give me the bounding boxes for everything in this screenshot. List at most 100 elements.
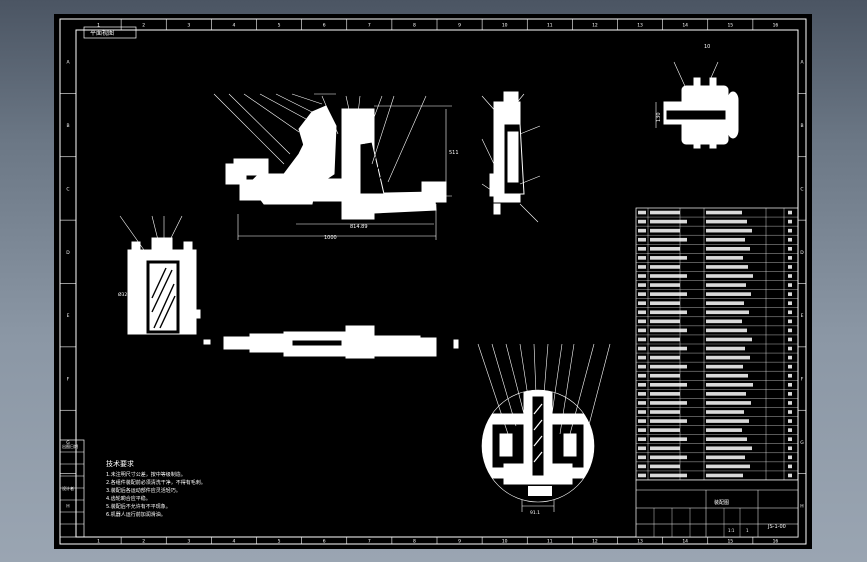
title-scale: 1:1 xyxy=(728,528,735,533)
bom-cell xyxy=(650,265,680,269)
zone-row-label: C xyxy=(800,186,803,192)
bom-cell xyxy=(788,464,792,469)
bom-cell xyxy=(788,228,792,233)
bom-cell xyxy=(650,364,687,369)
bom-cell xyxy=(706,210,742,215)
bom-cell xyxy=(638,337,646,342)
bom-cell xyxy=(650,301,680,306)
bom-cell xyxy=(788,419,792,423)
bom-cell xyxy=(788,428,792,432)
dim-bore: Ø32 xyxy=(118,291,127,298)
bom-cell xyxy=(638,319,646,324)
bom-cell xyxy=(706,455,745,460)
dim-small-a: 130 xyxy=(656,112,662,122)
zone-col-label: 10 xyxy=(502,539,508,545)
base-leaders xyxy=(477,343,611,512)
zone-row-label: E xyxy=(67,313,70,319)
bom-cell xyxy=(650,373,680,378)
corner-tag: 平面视图 xyxy=(90,29,114,37)
title-block: 装配图 JS-1-00 1:1 1 xyxy=(635,479,799,538)
bom-cell xyxy=(706,437,747,442)
bom-cell xyxy=(638,283,646,287)
bom-cell xyxy=(788,219,792,224)
left-table-cell: 设计者 xyxy=(62,485,74,491)
bom-cell xyxy=(706,428,742,432)
bom-cell xyxy=(788,437,792,442)
wrist-hatch xyxy=(151,267,176,329)
bom-cell xyxy=(706,246,750,251)
zone-col-label: 7 xyxy=(368,23,371,29)
dim-height: 511 xyxy=(449,150,459,156)
bom-cell xyxy=(650,401,687,405)
bom-cell xyxy=(788,410,792,414)
bom-cell xyxy=(650,246,680,251)
base-section-view xyxy=(481,389,595,503)
zone-row-label: G xyxy=(66,440,70,446)
wrist-leaders xyxy=(119,215,183,251)
bom-cell xyxy=(650,283,680,287)
note-line: 6.机器人运行前加润滑油。 xyxy=(106,511,166,518)
zone-col-label: 6 xyxy=(323,23,326,29)
cad-drawing: 1122334455667788991010111112121313141415… xyxy=(59,18,807,545)
bom-cell xyxy=(650,210,680,215)
bom-cell xyxy=(638,410,646,414)
title-drawing-no: JS-1-00 xyxy=(767,524,786,530)
bom-cell xyxy=(706,319,742,324)
bom-cell xyxy=(650,337,680,342)
bom-cell xyxy=(706,419,749,423)
bom-cell xyxy=(706,382,753,387)
detail-top-right xyxy=(663,77,739,149)
base-hatch xyxy=(533,403,543,463)
wrist-view xyxy=(127,237,201,335)
zone-col-label: 16 xyxy=(773,23,779,29)
bom-cell xyxy=(638,228,646,233)
bom-cell xyxy=(650,437,687,442)
bom-cell xyxy=(788,210,792,215)
notes-title: 技术要求 xyxy=(106,459,134,468)
bom-cell xyxy=(706,301,744,306)
bom-cell xyxy=(788,310,792,315)
bom-cell xyxy=(638,464,646,469)
bom-cell xyxy=(638,328,646,333)
bom-cell xyxy=(788,319,792,324)
bom-cell xyxy=(650,328,687,333)
zone-col-label: 16 xyxy=(773,539,779,545)
bom-cell xyxy=(788,301,792,306)
zone-col-label: 8 xyxy=(413,539,416,545)
bom-cell xyxy=(706,265,748,269)
zone-col-label: 12 xyxy=(592,539,598,545)
bom-cell xyxy=(638,473,646,478)
bom-cell xyxy=(638,310,646,315)
bom-cell xyxy=(706,355,750,360)
zone-col-label: 8 xyxy=(413,23,416,29)
bom-cell xyxy=(706,274,753,278)
bom-cell xyxy=(788,256,792,260)
zone-col-label: 14 xyxy=(682,23,688,29)
bom-cell xyxy=(650,237,687,242)
zone-col-label: 12 xyxy=(592,23,598,29)
bom-cell xyxy=(638,301,646,306)
zone-col-label: 5 xyxy=(278,23,281,29)
bom-cell xyxy=(788,265,792,269)
bom-cell xyxy=(650,473,687,478)
dim-small-b: 91.1 xyxy=(530,510,540,516)
title-material: 装配图 xyxy=(714,499,729,506)
corner-tag-box xyxy=(83,26,137,39)
bom-cell xyxy=(638,265,646,269)
note-line: 5.装配后不允许有不平现象。 xyxy=(106,503,171,510)
zone-col-label: 2 xyxy=(142,23,145,29)
bom-cell xyxy=(788,373,792,378)
bom-cell xyxy=(638,274,646,278)
bom-cell xyxy=(650,392,680,396)
bom-cell xyxy=(650,410,680,414)
bom-cell xyxy=(650,446,680,451)
main-dimensions xyxy=(213,93,452,240)
bom-cell xyxy=(650,256,687,260)
bom-cell xyxy=(650,355,680,360)
zone-row-label: H xyxy=(800,503,803,509)
side-view-leaders xyxy=(481,93,541,223)
main-arm-view xyxy=(225,105,447,220)
bom-cell xyxy=(788,346,792,351)
zone-row-label: G xyxy=(800,440,804,446)
